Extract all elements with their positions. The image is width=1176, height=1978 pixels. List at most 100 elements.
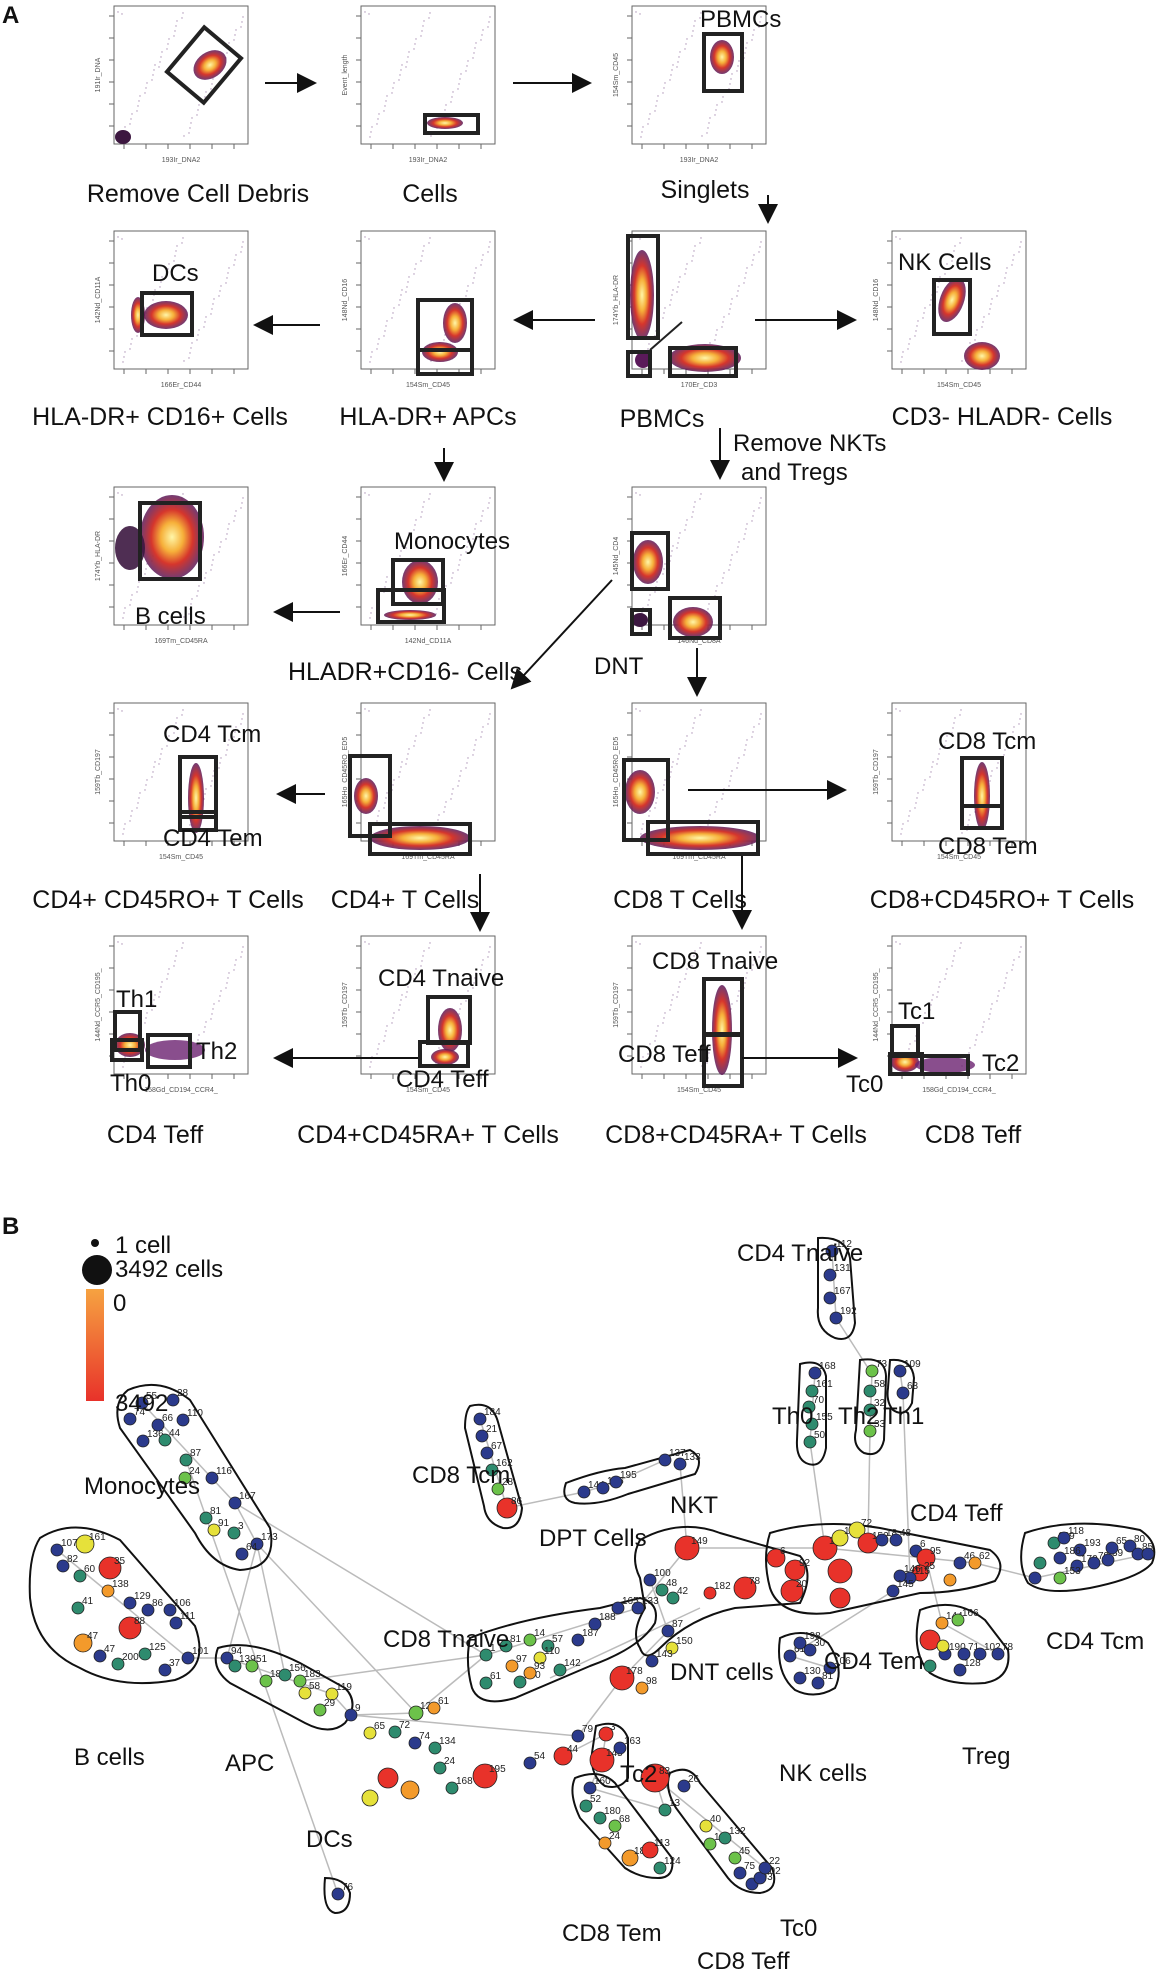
y-axis-label: 144Nd_CCR5_CD195_ — [873, 968, 880, 1041]
svg-text:65: 65 — [374, 1721, 386, 1732]
y-axis-label: Event_length — [342, 54, 349, 95]
cluster-cd8-tnaive: CD8 Tnaive — [383, 1626, 510, 1653]
svg-text:160: 160 — [594, 1776, 611, 1787]
svg-text:139: 139 — [239, 1654, 256, 1665]
cluster-cd8-tem: CD8 Tem — [562, 1920, 662, 1947]
svg-text:165: 165 — [622, 1596, 639, 1607]
svg-text:125: 125 — [149, 1642, 166, 1653]
svg-text:65: 65 — [1116, 1536, 1128, 1547]
svg-text:182: 182 — [714, 1581, 731, 1592]
svg-text:168: 168 — [819, 1361, 836, 1372]
gating-diagram: 193Ir_DNA2191Ir_DNA193Ir_DNA2Event_lengt… — [95, 5, 1027, 1094]
svg-text:163: 163 — [624, 1736, 641, 1747]
cluster-cd4-tnaive: CD4 Tnaive — [737, 1240, 864, 1267]
title-cd8-teff: CD8 Teff — [924, 1121, 1022, 1149]
svg-text:72: 72 — [399, 1720, 411, 1731]
svg-text:70: 70 — [813, 1395, 825, 1406]
svg-text:54: 54 — [534, 1751, 546, 1762]
gate-label-tc1: Tc1 — [898, 998, 936, 1025]
svg-text:64: 64 — [246, 1542, 258, 1553]
svg-text:81: 81 — [822, 1671, 834, 1682]
title-hla-dr-apcs: HLA-DR+ APCs — [339, 403, 517, 431]
cluster-dpt: DPT Cells — [539, 1525, 647, 1552]
cluster-dnt: DNT cells — [670, 1659, 774, 1686]
cluster-tc2: Tc2 — [620, 1761, 658, 1788]
title-singlets: Singlets — [660, 176, 750, 204]
title-cd4-teff: CD4 Teff — [106, 1121, 204, 1149]
gate-label-dnt: DNT — [594, 653, 644, 680]
svg-text:62: 62 — [979, 1551, 991, 1562]
svg-text:37: 37 — [169, 1658, 181, 1669]
svg-text:39: 39 — [1112, 1548, 1124, 1559]
legend-color-bar — [86, 1289, 104, 1401]
svg-text:180: 180 — [604, 1806, 621, 1817]
svg-text:109: 109 — [904, 1359, 921, 1370]
svg-text:61: 61 — [490, 1671, 502, 1682]
svg-text:190: 190 — [949, 1642, 966, 1653]
svg-text:198: 198 — [804, 1631, 821, 1642]
svg-text:178: 178 — [626, 1666, 643, 1677]
svg-text:133: 133 — [684, 1452, 701, 1463]
svg-text:42: 42 — [677, 1586, 689, 1597]
svg-text:88: 88 — [134, 1616, 146, 1627]
svg-text:87: 87 — [672, 1619, 684, 1630]
svg-text:136: 136 — [147, 1429, 164, 1440]
svg-text:106: 106 — [834, 1656, 851, 1667]
svg-text:80: 80 — [1134, 1534, 1146, 1545]
cluster-dcs: DCs — [306, 1826, 353, 1853]
svg-text:143: 143 — [656, 1649, 673, 1660]
svg-text:95: 95 — [930, 1546, 942, 1557]
svg-text:20: 20 — [796, 1579, 808, 1590]
svg-text:156: 156 — [289, 1663, 306, 1674]
svg-text:195: 195 — [489, 1764, 506, 1775]
svg-text:79: 79 — [582, 1724, 594, 1735]
title-cd8-t: CD8 T Cells — [613, 886, 747, 914]
svg-text:6: 6 — [780, 1546, 786, 1557]
svg-text:98: 98 — [646, 1676, 658, 1687]
svg-text:18: 18 — [886, 1528, 898, 1539]
svg-text:57: 57 — [552, 1634, 564, 1645]
cluster-th0: Th0 — [772, 1403, 814, 1430]
svg-text:82: 82 — [67, 1554, 79, 1565]
svg-text:46: 46 — [964, 1551, 976, 1562]
gate-label-nk: NK Cells — [898, 249, 992, 276]
svg-text:14: 14 — [534, 1628, 546, 1639]
svg-text:44: 44 — [169, 1428, 181, 1439]
svg-text:97: 97 — [516, 1654, 528, 1665]
gate-label-tc2: Tc2 — [982, 1050, 1020, 1077]
svg-text:72: 72 — [861, 1518, 873, 1529]
svg-text:167: 167 — [239, 1491, 256, 1502]
svg-text:6: 6 — [920, 1539, 926, 1550]
cluster-cd4-teff: CD4 Teff — [910, 1500, 1003, 1527]
svg-text:94: 94 — [231, 1646, 243, 1657]
gate-label-th1: Th1 — [116, 986, 158, 1013]
gate-label-cd8-tem: CD8 Tem — [938, 833, 1038, 860]
x-axis-label: 154Sm_CD45 — [937, 382, 981, 389]
title-cd4-cd45ro: CD4+ CD45RO+ T Cells — [32, 886, 304, 914]
gate-label-pbmcs: PBMCs — [700, 6, 782, 33]
svg-text:26: 26 — [688, 1774, 700, 1785]
svg-text:145: 145 — [897, 1579, 914, 1590]
gate-label-tc0: Tc0 — [846, 1071, 884, 1098]
svg-text:142: 142 — [564, 1658, 581, 1669]
cluster-cd8-teff: CD8 Teff — [697, 1948, 790, 1975]
svg-text:87: 87 — [190, 1448, 202, 1459]
gate-label-cd4-tnaive: CD4 Tnaive — [378, 965, 505, 992]
svg-text:21: 21 — [486, 1424, 498, 1435]
cluster-cd4-tcm: CD4 Tcm — [1046, 1628, 1145, 1655]
svg-text:86: 86 — [511, 1496, 523, 1507]
svg-text:192: 192 — [840, 1306, 857, 1317]
svg-text:75: 75 — [744, 1861, 756, 1872]
svg-text:85: 85 — [1142, 1542, 1154, 1553]
svg-text:9: 9 — [355, 1703, 361, 1714]
svg-text:118: 118 — [1068, 1526, 1084, 1537]
legend-small-dot — [91, 1239, 99, 1247]
svg-text:74: 74 — [419, 1731, 431, 1742]
cluster-cd8-tcm: CD8 Tcm — [412, 1462, 511, 1489]
svg-text:28: 28 — [177, 1388, 189, 1399]
cluster-treg: Treg — [962, 1743, 1011, 1770]
svg-text:13: 13 — [669, 1798, 681, 1809]
y-axis-label: 166Er_CD44 — [342, 536, 349, 577]
